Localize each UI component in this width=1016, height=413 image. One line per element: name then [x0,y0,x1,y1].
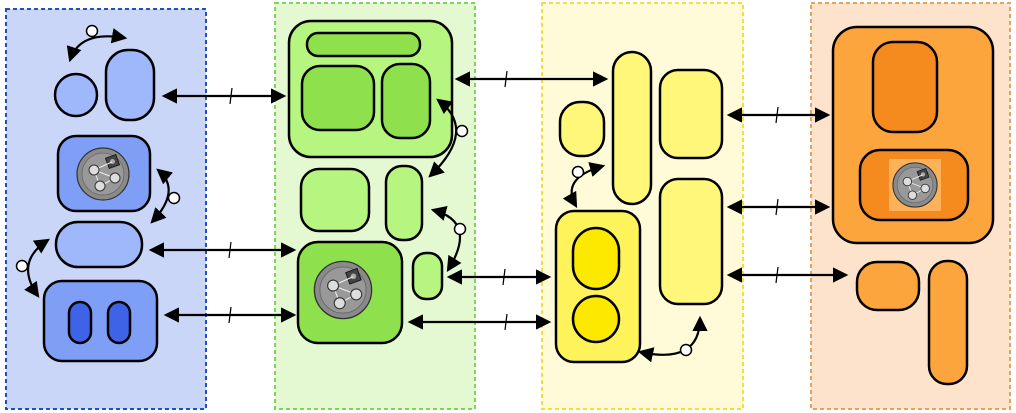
yellow-components [554,50,724,364]
yellow-mid-right-block [658,177,724,306]
core-network-icon [313,260,373,320]
orange-components [831,25,995,386]
yellow-small-block [558,100,606,158]
curved-arrows [24,28,708,363]
orange-top-block [871,40,939,134]
blue-tall-block [104,48,156,122]
blue-inner-pill-right [106,300,132,345]
core-network-icon [76,147,130,201]
blue-dual-box [42,279,159,363]
orange-small-block [855,260,921,312]
blue-inner-pill-left [67,300,93,345]
green-mid-pill [384,164,424,242]
yellow-top-right-block [658,68,724,160]
blue-small-circle [53,72,99,118]
tick-mark-icons [228,70,779,331]
orange-tall-pill [927,259,969,386]
green-top-left-block [300,64,376,132]
core-network-icon [892,162,938,208]
blue-wide-pill [54,220,144,269]
yellow-tall-pill [611,50,653,206]
green-top-bar [305,31,422,58]
yellow-inner-top [571,226,621,291]
green-mid-block [299,167,371,233]
green-small-pill [411,251,444,301]
green-components [287,19,454,345]
hinge-circle-icons [15,24,693,357]
yellow-inner-bottom [571,294,621,344]
green-top-right-block [380,62,432,140]
